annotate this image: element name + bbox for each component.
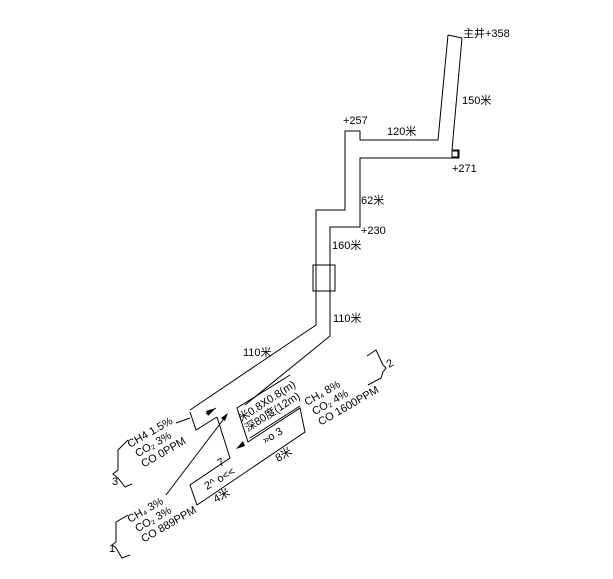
arrow-head-icon xyxy=(236,441,245,449)
roadway-door xyxy=(312,264,336,292)
length-8-label: 8米 xyxy=(273,445,294,465)
inner-line xyxy=(249,405,301,439)
arrow-head-icon xyxy=(206,408,216,416)
upper-stub xyxy=(189,411,218,431)
length-110-label: 110米 xyxy=(333,312,362,325)
marker-2-label: 2^ o<< xyxy=(203,466,238,493)
length-110-label: 110米 xyxy=(243,346,272,359)
main-shaft-label: 主井+358 xyxy=(463,26,510,40)
gas-point-1: CH₄ 3% CO₂ 3% CO 889PPM xyxy=(126,495,199,545)
sample-leader-3 xyxy=(175,417,191,424)
roadway-outer-wall xyxy=(189,34,449,411)
marker-7-label: 7 xyxy=(216,456,227,469)
working-face xyxy=(165,374,306,506)
elevation-271-label: +271 xyxy=(452,163,477,175)
length-120-label: 120米 xyxy=(387,125,416,138)
brace-2 xyxy=(366,349,387,386)
brace-3 xyxy=(112,439,133,488)
elevation-257-label: +257 xyxy=(343,115,368,127)
gas-point-id: 2 xyxy=(385,357,396,370)
elevation-230-label: +230 xyxy=(361,225,386,237)
gas-point-id: 3 xyxy=(112,476,118,488)
length-160-label: 160米 xyxy=(332,239,361,252)
shaft-top xyxy=(447,34,463,39)
gas-point-3: CH4 1.5% CO₂ 3% CO 0PPM xyxy=(126,415,189,470)
sample-leader-1 xyxy=(165,415,227,496)
shaft-bottom-box xyxy=(451,150,459,158)
workface-outline xyxy=(189,374,306,506)
gas-point-id: 1 xyxy=(109,543,115,555)
shaft-right-wall xyxy=(451,37,463,151)
length-150-label: 150米 xyxy=(462,94,491,107)
gas-point-2: CH₄ 8% CO₂ 4% CO 1600PPM xyxy=(303,378,382,428)
roadway-inner-wall xyxy=(244,149,460,406)
length-62-label: 62米 xyxy=(361,194,384,207)
arrow-head-icon xyxy=(221,413,228,421)
brace-1 xyxy=(111,514,131,559)
roadway-lines xyxy=(189,34,463,411)
